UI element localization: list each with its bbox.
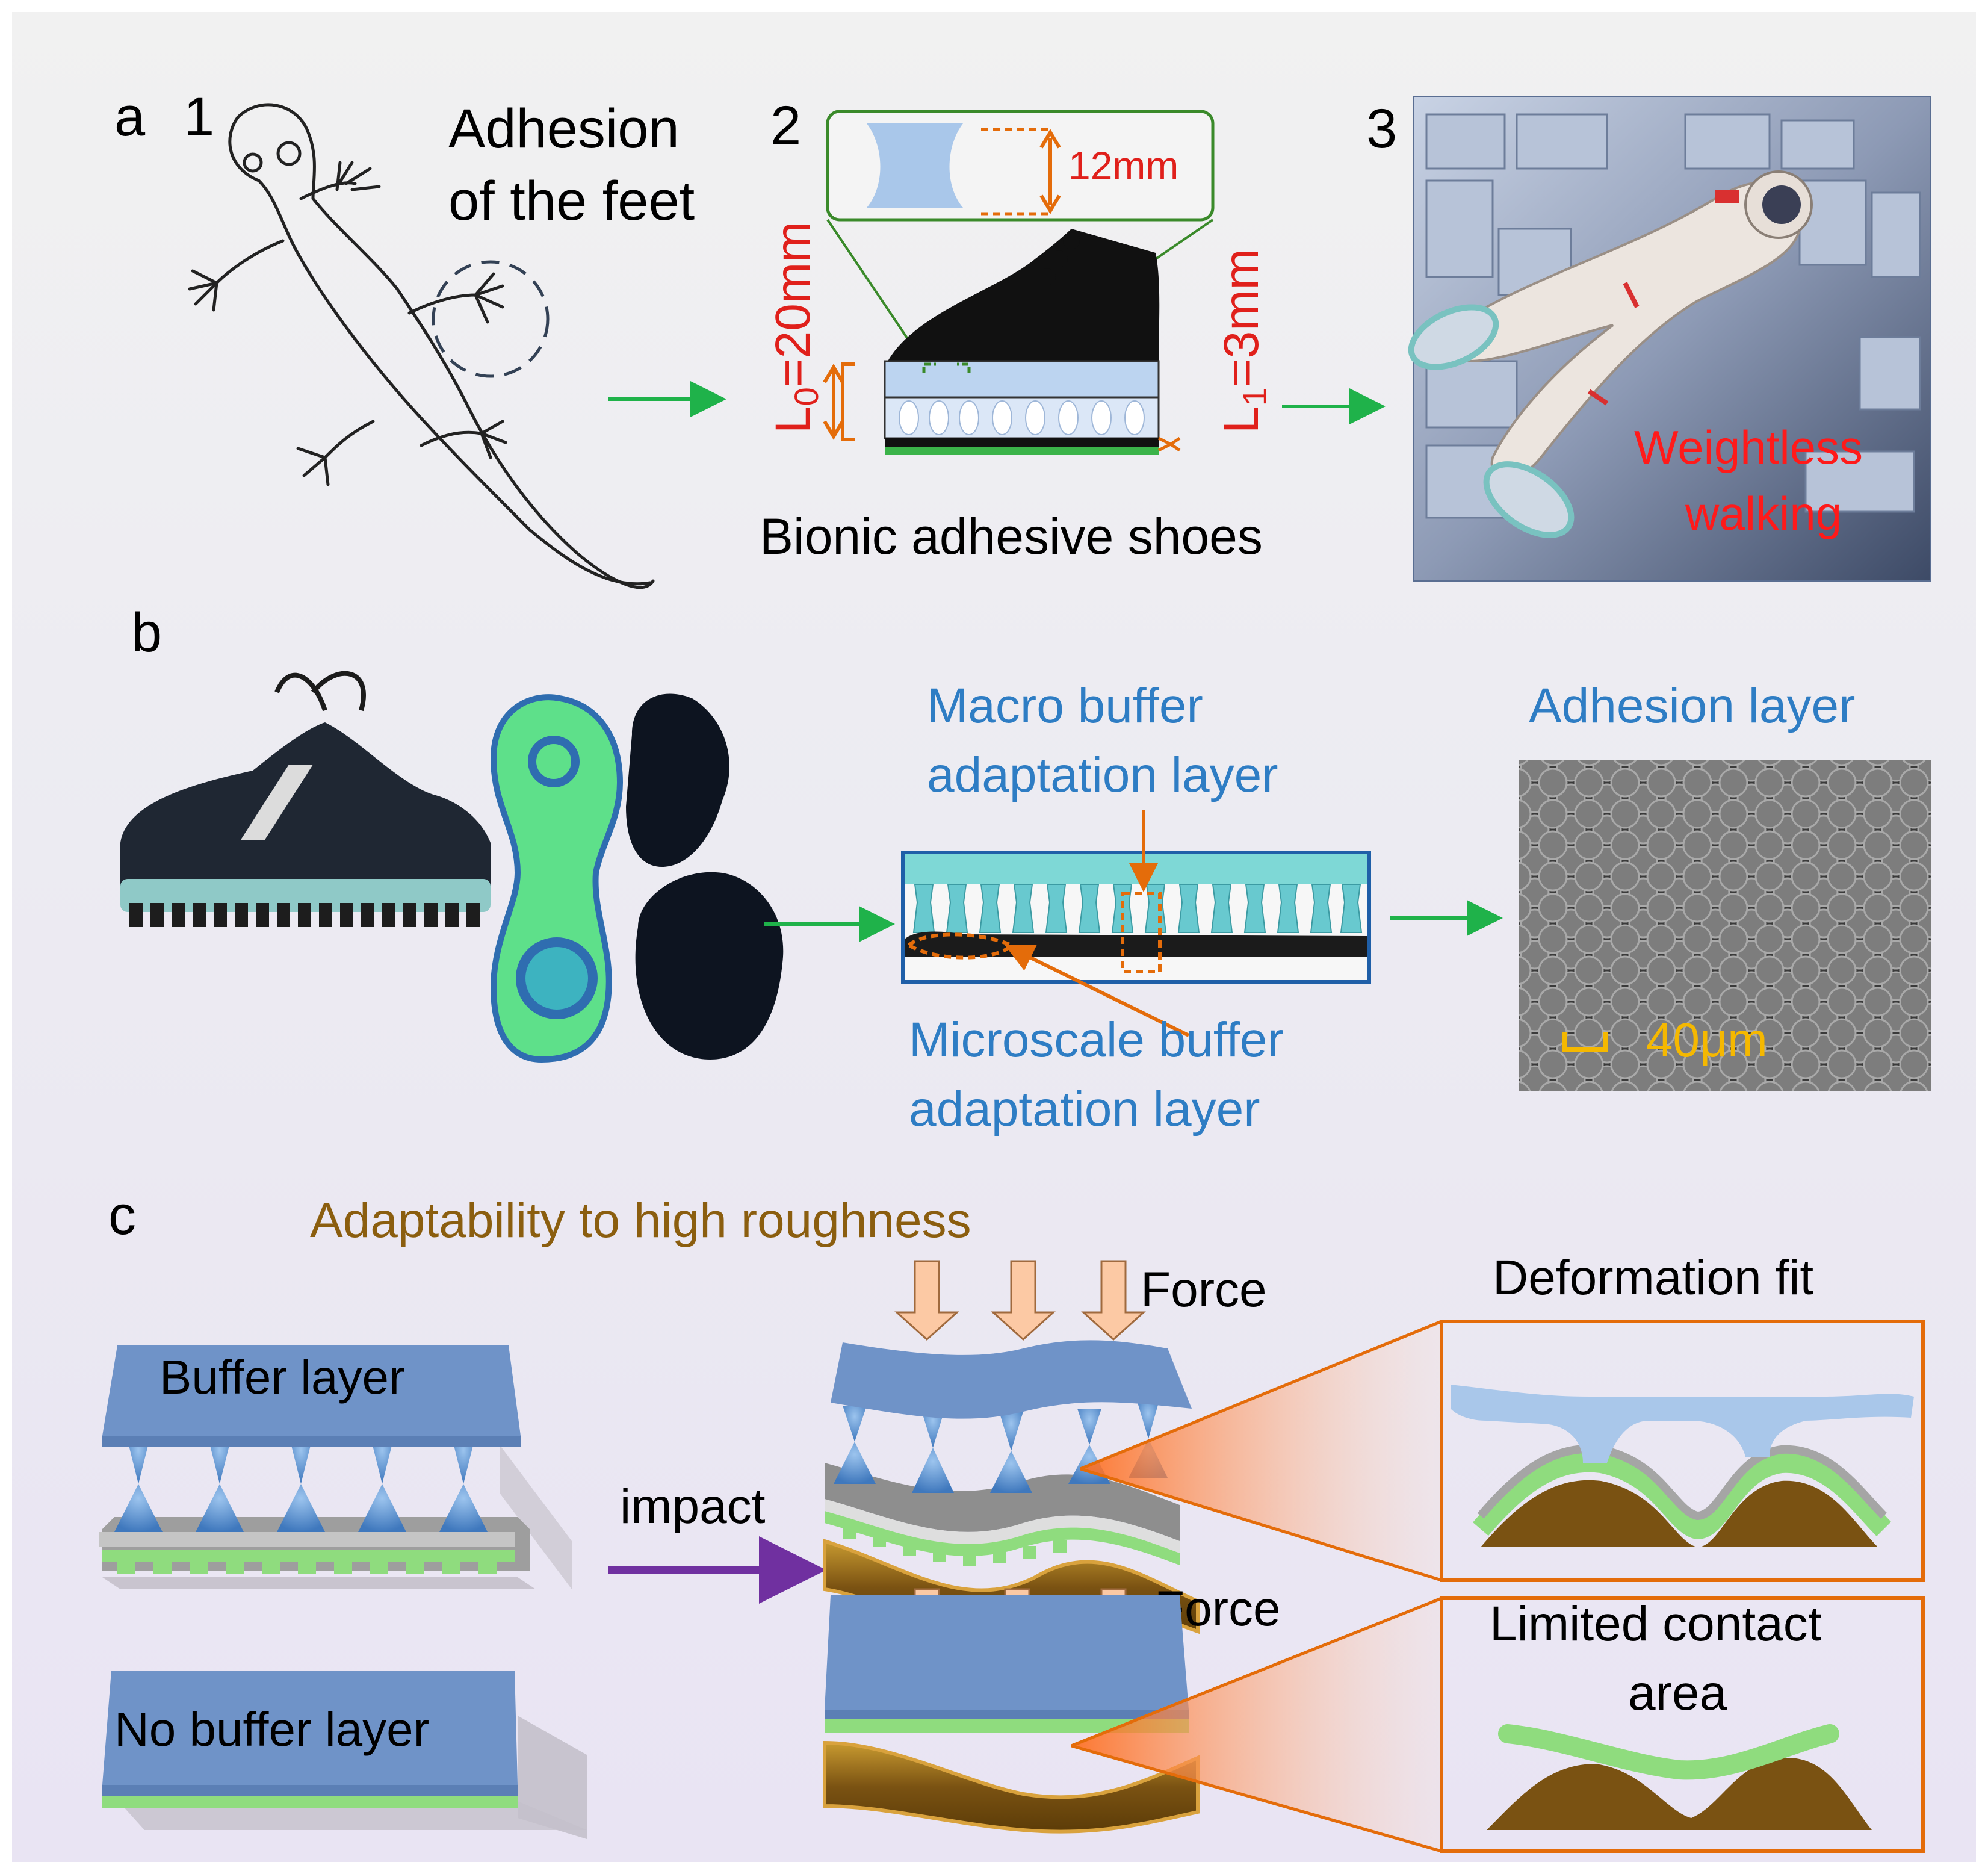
force-arrows-top [894,1260,1146,1341]
macro-label: Macro buffer adaptation layer [927,678,1278,802]
inset-dim-label: 12mm [1068,143,1178,188]
sole-zoom-bracket [922,362,971,373]
sole-closeup-photo [901,851,1371,984]
l0-arrow [823,364,844,440]
zoom-cone-top [1080,1321,1441,1580]
weightless-line2: walking [1685,487,1842,540]
limited-line1: Limited contact [1490,1596,1822,1651]
inset-dim-heads [1039,129,1061,214]
panel-a2-number: 2 [770,95,801,157]
scalebar [1562,1032,1608,1052]
macro-line2: adaptation layer [927,748,1278,802]
inset-pillar [867,123,963,208]
deformed-buffer-structure [823,1340,1200,1636]
panel-a-letter: a [114,86,146,147]
panel-a1-number: 1 [184,86,214,147]
limited-contact-label: Limited contact area [1490,1596,1835,1720]
panel-c-letter: c [108,1185,136,1246]
sole-upper-layer [884,360,1160,399]
scalebar-label: 40μm [1646,1013,1768,1067]
sole-pillar-layer [884,396,1160,439]
l0-label: L0=20mm [766,222,825,433]
zoom-cone-bottom [1071,1598,1441,1851]
gecko-illustration [188,103,655,589]
limited-line2: area [1628,1666,1727,1720]
adhesion-layer-label: Adhesion layer [1529,678,1855,733]
buffer-layer-label: Buffer layer [159,1350,405,1404]
no-buffer-label: No buffer layer [114,1702,429,1756]
l1-bracket [1157,436,1181,452]
l1-label: L1=3mm [1214,249,1274,433]
micro-line2: adaptation layer [909,1082,1260,1137]
deformation-fit-label: Deformation fit [1493,1250,1813,1305]
impact-label: impact [620,1479,766,1534]
weightless-caption: Weightless walking [1634,421,1876,540]
shoe-sole-photo [490,693,784,1063]
panel-a3-number: 3 [1366,98,1397,160]
astronaut-photo [1408,96,1931,582]
micro-label: Microscale buffer adaptation layer [909,1013,1298,1137]
adhesion-sem-image [1519,760,1931,1091]
deformation-fit-box [1440,1320,1925,1582]
no-buffer-impact-structure [823,1595,1200,1834]
sole-green-strip [885,447,1159,455]
panel-c-title: Adaptability to high roughness [310,1193,971,1248]
limited-contact-box [1440,1596,1925,1853]
micro-line1: Microscale buffer [909,1013,1284,1067]
foot-highlight-circle [432,260,550,378]
shoe-side-photo [120,671,491,927]
macro-line1: Macro buffer [927,678,1203,733]
bionic-shoes-caption: Bionic adhesive shoes [760,508,1263,565]
deformation-fit-diagram [1451,1385,1914,1547]
limited-contact-diagram [1487,1724,1872,1830]
sole-black-strip [885,438,1159,447]
adhesion-feet-line2: of the feet [448,170,695,232]
weightless-line1: Weightless [1634,421,1863,474]
sole-holes [899,400,1145,435]
l0-bracket [841,362,855,441]
adhesion-feet-caption: Adhesion of the feet [448,98,695,232]
no-buffer-block [102,1671,587,1839]
adhesion-feet-line1: Adhesion [448,98,680,160]
panel-b-letter: b [131,602,162,663]
micro-pointer [1005,945,1190,1037]
buffer-layer-block [99,1345,572,1589]
force-top-label: Force [1141,1262,1267,1317]
shoe-upper [888,229,1160,361]
